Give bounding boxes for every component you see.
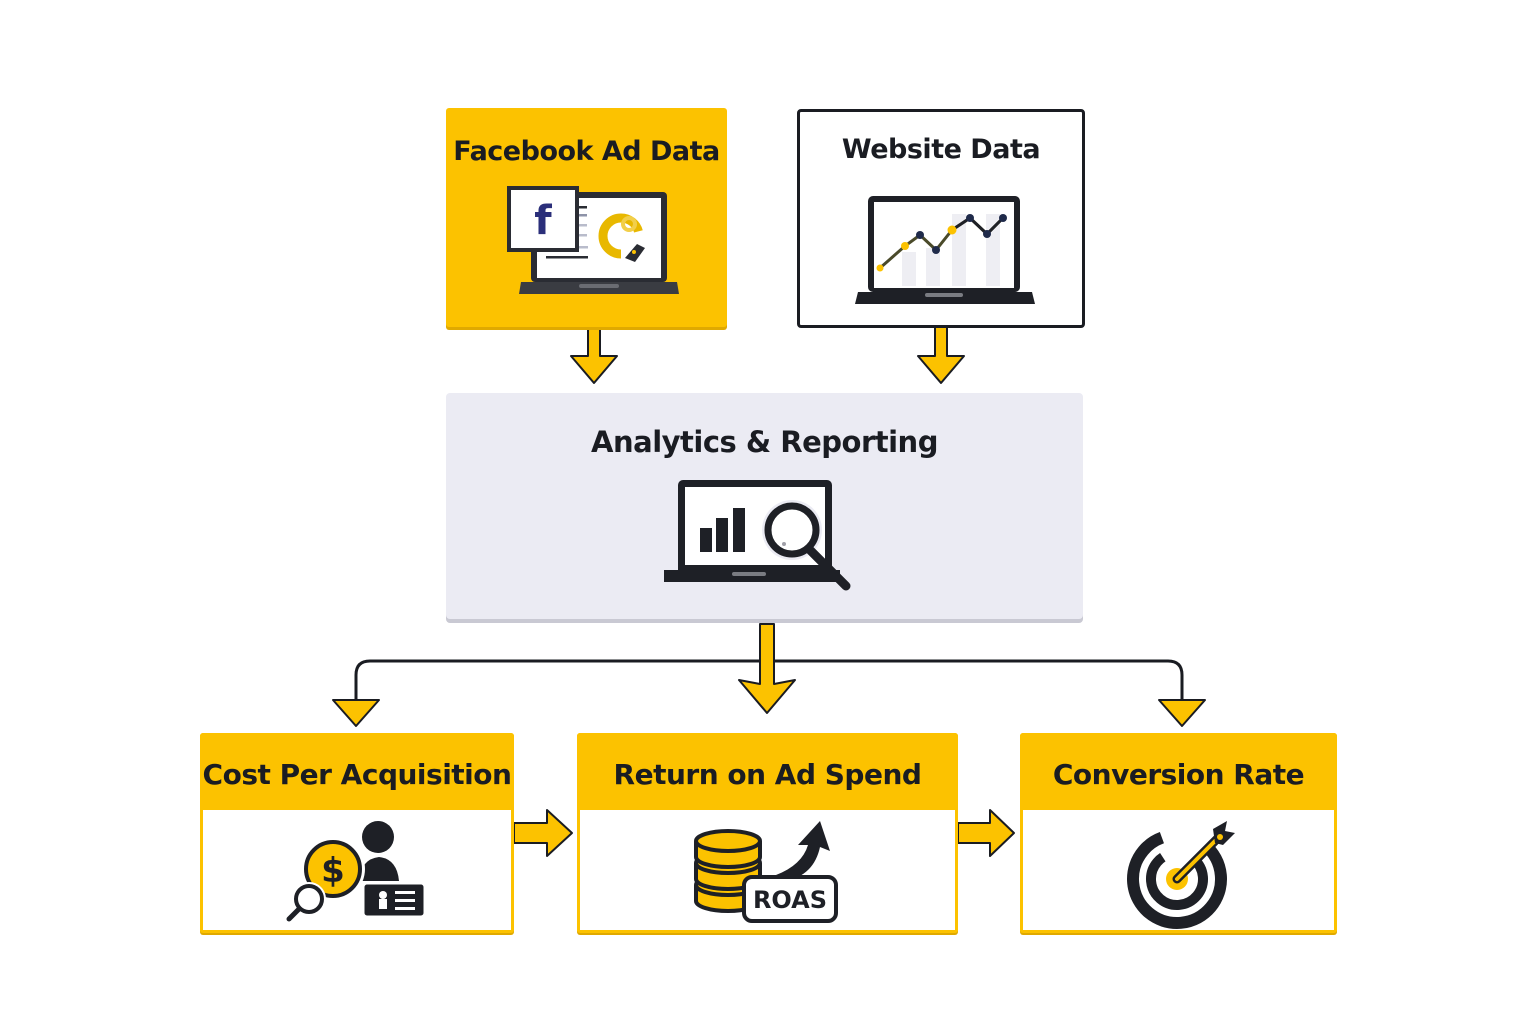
- analytics-reporting-title: Analytics & Reporting: [591, 425, 938, 459]
- website-data-box[interactable]: Website Data: [797, 109, 1085, 328]
- conversion-rate-box[interactable]: Conversion Rate: [1020, 733, 1337, 933]
- svg-text:f: f: [534, 198, 552, 244]
- cost-per-acquisition-title: Cost Per Acquisition: [202, 758, 512, 791]
- laptop-line-chart-icon: [855, 196, 1035, 304]
- coin-stack-arrow-icon: ROAS: [694, 821, 838, 923]
- conversion-rate-header: Conversion Rate: [1020, 733, 1337, 810]
- return-on-ad-spend-box[interactable]: Return on Ad Spend ROAS: [577, 733, 958, 933]
- target-arrow-icon: [1127, 821, 1235, 929]
- arrow-analytics-to-roas: [738, 623, 796, 714]
- arrow-facebook-to-analytics: [570, 326, 618, 384]
- arrowhead-to-conversion: [1158, 699, 1206, 727]
- return-on-ad-spend-title: Return on Ad Spend: [613, 758, 922, 791]
- conversion-rate-title: Conversion Rate: [1052, 758, 1305, 791]
- roas-badge-label: ROAS: [753, 886, 827, 914]
- svg-text:$: $: [321, 851, 345, 891]
- facebook-ad-data-title: Facebook Ad Data: [453, 136, 720, 167]
- facebook-laptop-icon: f: [507, 186, 679, 294]
- arrowhead-to-cpa: [332, 699, 380, 727]
- website-data-title: Website Data: [841, 134, 1041, 165]
- cost-per-acquisition-box[interactable]: Cost Per Acquisition $: [200, 733, 514, 933]
- laptop-magnifier-icon: [664, 480, 851, 591]
- analytics-reporting-box[interactable]: Analytics & Reporting: [446, 393, 1083, 619]
- return-on-ad-spend-header: Return on Ad Spend: [577, 733, 958, 810]
- cost-per-acquisition-header: Cost Per Acquisition: [200, 733, 514, 810]
- dollar-coin-user-icon: $: [286, 821, 427, 922]
- arrow-cpa-to-roas: [513, 809, 573, 857]
- arrow-roas-to-conversion: [957, 809, 1015, 857]
- facebook-ad-data-box[interactable]: Facebook Ad Data f: [446, 108, 727, 327]
- arrow-website-to-analytics: [917, 324, 965, 384]
